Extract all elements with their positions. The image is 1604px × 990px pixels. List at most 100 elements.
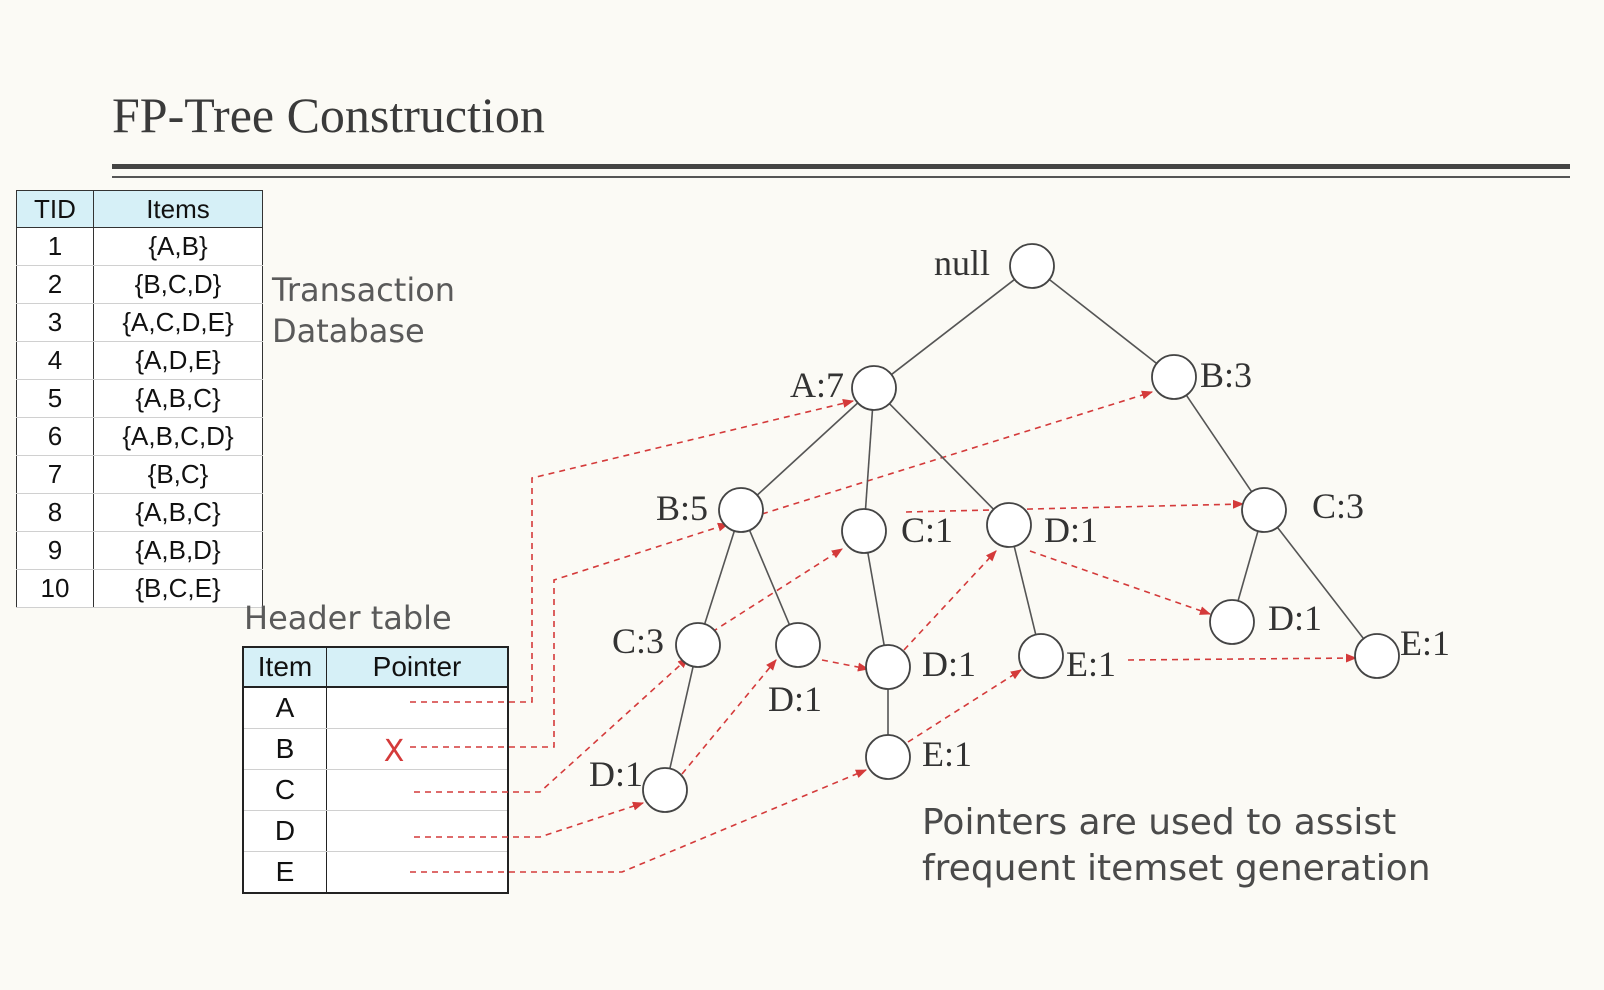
transaction-database-table: TID Items 1{A,B}2{B,C,D}3{A,C,D,E}4{A,D,… (16, 190, 263, 608)
table-row: 3{A,C,D,E} (16, 303, 263, 342)
table-row: 8{A,B,C} (16, 493, 263, 532)
tid-cell: 2 (16, 265, 94, 304)
pointer-e (410, 769, 868, 873)
table-row: B (243, 728, 509, 770)
tree-node-a7 (851, 365, 897, 411)
tree-node-c3l (675, 622, 721, 668)
pointer-c (414, 657, 689, 793)
table-row: 7{B,C} (16, 455, 263, 494)
table-row: 4{A,D,E} (16, 341, 263, 380)
tree-edge (756, 402, 859, 496)
link-d-chain-2 (821, 659, 870, 672)
tree-edge (669, 666, 694, 769)
tree-node-d1b (775, 622, 821, 668)
item-cell: E (243, 851, 327, 894)
caption-line2: frequent itemset generation (922, 848, 1431, 889)
link-e-chain-2 (1127, 653, 1358, 663)
link-d-chain-4 (1029, 550, 1212, 615)
tid-cell: 5 (16, 379, 94, 418)
items-cell: {A,C,D,E} (93, 303, 263, 342)
tree-node-e1a (1018, 633, 1064, 679)
node-label-d1b: D:1 (768, 679, 822, 719)
table-header-row: Item Pointer (243, 647, 509, 688)
table-row: D (243, 810, 509, 852)
table-row: 6{A,B,C,D} (16, 417, 263, 456)
node-label-e1a: E:1 (1066, 644, 1116, 684)
items-cell: {B,C} (93, 455, 263, 494)
node-label-e1b: E:1 (1400, 623, 1450, 663)
tree-node-d1e (642, 767, 688, 813)
link-d-chain-3 (903, 550, 997, 651)
pointer-cell (326, 687, 509, 729)
slide-title: FP-Tree Construction (112, 87, 545, 143)
pointer-mark-b: X (384, 734, 405, 769)
items-cell: {A,B} (93, 227, 263, 266)
tree-edge (703, 530, 736, 625)
tree-edge (1048, 278, 1158, 365)
items-cell: {A,B,C} (93, 379, 263, 418)
items-cell: {B,C,E} (93, 569, 263, 608)
items-cell: {A,B,C,D} (93, 417, 263, 456)
table-row: C (243, 769, 509, 811)
tree-node-b5 (718, 487, 764, 533)
link-e-chain-1 (907, 669, 1022, 743)
node-label-a7: A:7 (790, 365, 844, 405)
tree-edge (1237, 530, 1259, 602)
node-label-c3l: C:3 (612, 621, 664, 661)
pointer-links (410, 390, 1358, 873)
table-row: 2{B,C,D} (16, 265, 263, 304)
transaction-database-label: Transaction Database (272, 270, 455, 352)
table-header-row: TID Items (16, 190, 263, 228)
item-cell: A (243, 687, 327, 729)
tree-nodes (642, 243, 1400, 813)
tree-edge (888, 403, 995, 510)
tree-edge (1013, 546, 1037, 635)
items-cell: {A,B,C} (93, 493, 263, 532)
transaction-label-line1: Transaction (272, 271, 456, 309)
node-label-b5: B:5 (656, 488, 708, 528)
tid-cell: 10 (16, 569, 94, 608)
tree-node-e1c (865, 734, 911, 780)
pointer-cell (326, 728, 509, 770)
pointer-cell (326, 769, 509, 811)
tree-node-c1 (841, 508, 887, 554)
items-cell: {B,C,D} (93, 265, 263, 304)
header-table-label: Header table (244, 599, 452, 637)
tid-cell: 8 (16, 493, 94, 532)
item-cell: C (243, 769, 327, 811)
title-divider-thin (112, 176, 1570, 178)
tree-edge (890, 278, 1016, 376)
node-label-d1e: D:1 (589, 754, 643, 794)
node-label-e1c: E:1 (922, 734, 972, 774)
link-d-chain-1 (681, 659, 777, 775)
node-label-c1: C:1 (901, 510, 953, 550)
tree-node-d1c (865, 644, 911, 690)
table-row: 9{A,B,D} (16, 531, 263, 570)
pointer-cell (326, 810, 509, 852)
tree-node-b3 (1151, 354, 1197, 400)
node-label-d1a: D:1 (1044, 510, 1098, 550)
tree-node-d1a (986, 502, 1032, 548)
tree-node-e1b (1354, 633, 1400, 679)
tid-cell: 9 (16, 531, 94, 570)
caption-line1: Pointers are used to assist (922, 802, 1397, 843)
tree-node-root (1009, 243, 1055, 289)
tree-edge (867, 552, 885, 646)
tree-node-d1d (1209, 599, 1255, 645)
link-a-chain (761, 390, 1154, 515)
node-label-d1d: D:1 (1268, 598, 1322, 638)
node-label-b3: B:3 (1200, 355, 1252, 395)
items-cell: {A,B,D} (93, 531, 263, 570)
tree-edge (1185, 394, 1253, 493)
pointer-marks: X (384, 734, 405, 769)
column-header-items: Items (93, 190, 263, 228)
node-label-c3r: C:3 (1312, 486, 1364, 526)
tid-cell: 1 (16, 227, 94, 266)
tid-cell: 6 (16, 417, 94, 456)
column-header-tid: TID (16, 190, 94, 228)
tree-edges (669, 278, 1365, 769)
link-c-chain-1 (711, 548, 843, 633)
column-header-pointer: Pointer (326, 647, 509, 688)
items-cell: {A,D,E} (93, 341, 263, 380)
